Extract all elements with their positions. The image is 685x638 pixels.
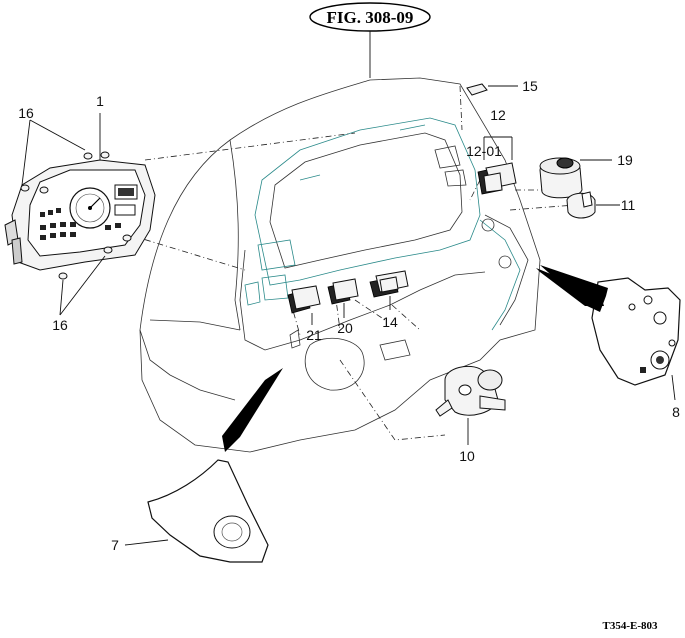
callout-21: 21 xyxy=(306,327,322,343)
part-14-switch xyxy=(369,270,409,298)
part-19-ignition xyxy=(539,157,583,199)
figure-title: FIG. 308-09 xyxy=(309,2,431,78)
dashboard-housing xyxy=(139,77,541,453)
callout-20: 20 xyxy=(337,320,353,336)
leader-lines xyxy=(21,85,676,546)
callout-12-01: 12-01 xyxy=(466,143,502,159)
callout-8: 8 xyxy=(672,404,680,420)
reference-lines xyxy=(119,85,576,441)
callout-12: 12 xyxy=(490,107,506,123)
callout-labels: 1 16 16 15 12 12-01 19 11 21 20 14 8 10 … xyxy=(18,78,680,553)
part-10-combination-switch xyxy=(435,365,506,417)
callout-1: 1 xyxy=(96,93,104,109)
callout-16-bottom: 16 xyxy=(52,317,68,333)
part-21-switch xyxy=(287,285,321,314)
instrument-cluster xyxy=(4,159,156,271)
part-12-switches xyxy=(477,162,517,195)
callout-11: 11 xyxy=(621,197,636,213)
part-11-knob xyxy=(566,191,596,219)
part-7-cover xyxy=(147,459,269,563)
callout-15: 15 xyxy=(522,78,538,94)
callout-14: 14 xyxy=(382,314,398,330)
screws xyxy=(20,151,132,280)
figure-code: T354-E-803 xyxy=(603,620,659,632)
callout-10: 10 xyxy=(459,448,475,464)
figure-title-text: FIG. 308-09 xyxy=(327,8,414,27)
part-15-lens xyxy=(466,83,488,96)
callout-7: 7 xyxy=(111,537,119,553)
callout-19: 19 xyxy=(617,152,633,168)
part-20-switch xyxy=(327,278,359,305)
direction-arrows xyxy=(222,265,608,452)
part-8-panel xyxy=(591,277,681,386)
callout-16-top: 16 xyxy=(18,105,34,121)
